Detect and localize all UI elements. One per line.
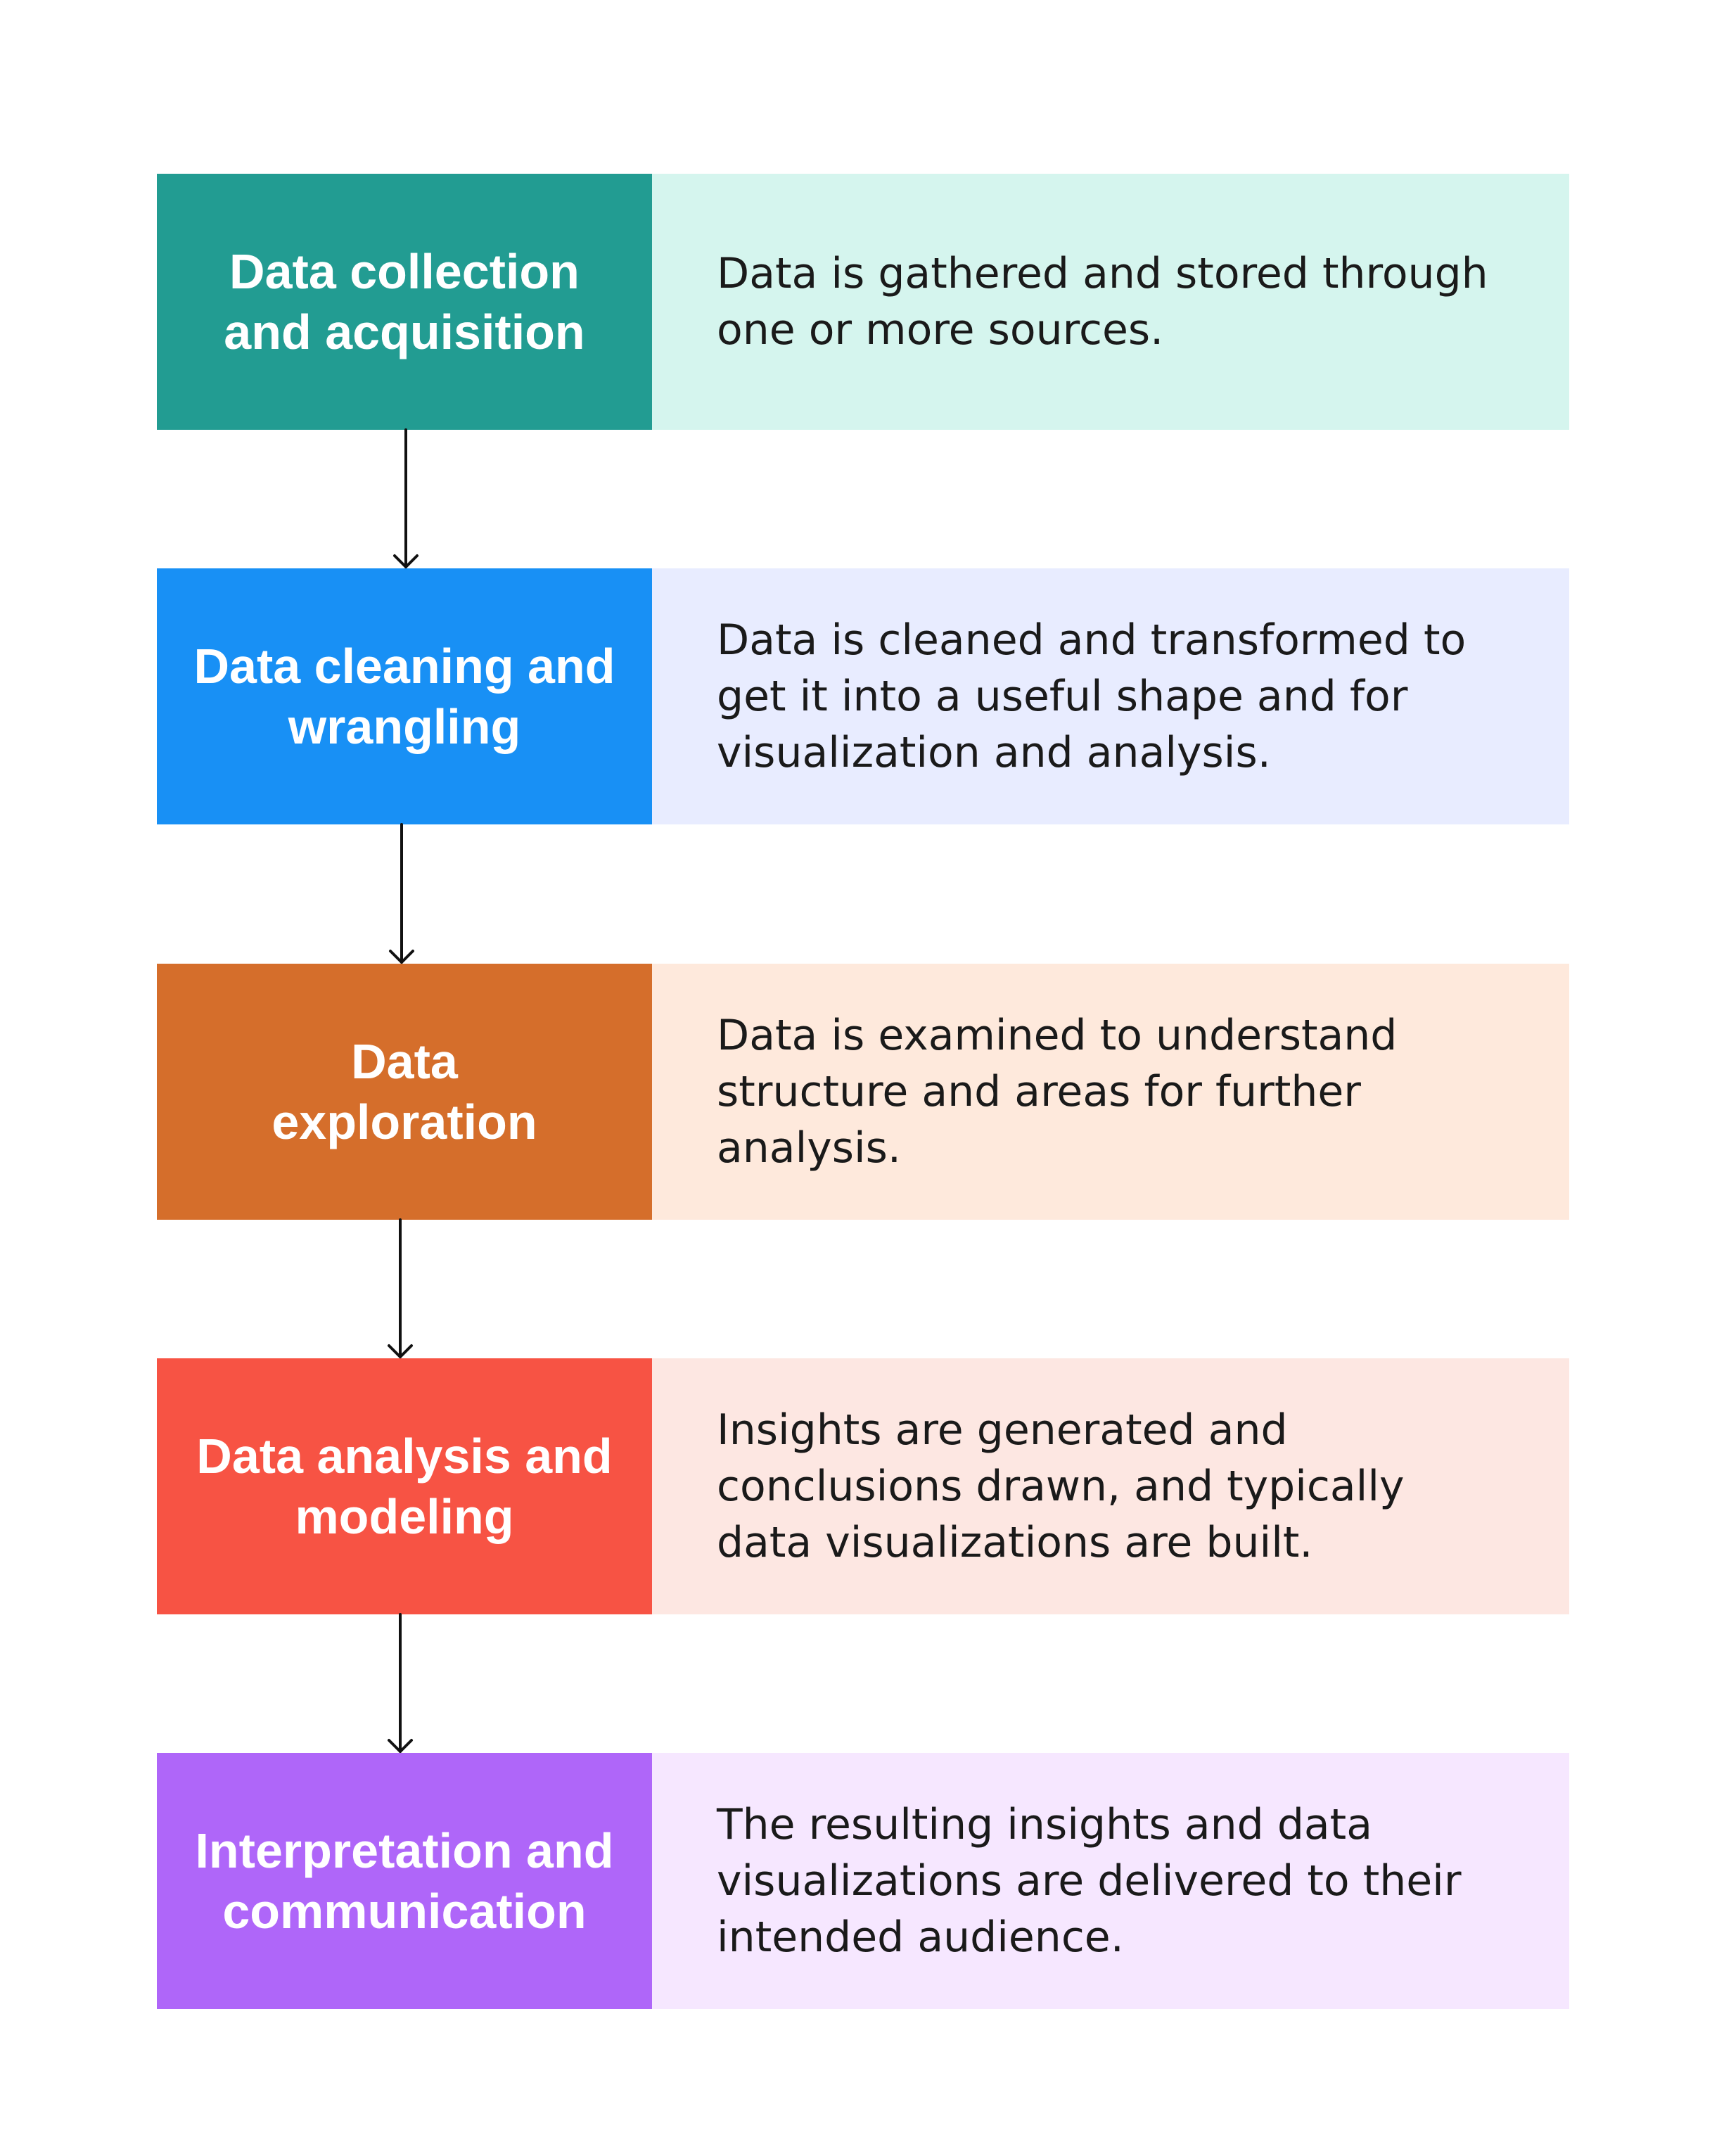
stage-label: Data exploration xyxy=(157,964,652,1220)
stage-data-collection: Data collection and acquisition Data is … xyxy=(157,174,1569,430)
stage-description: Data is cleaned and transformed to get i… xyxy=(652,568,1569,824)
stage-description: Insights are generated and conclusions d… xyxy=(652,1358,1569,1614)
stage-label: Data collection and acquisition xyxy=(157,174,652,430)
arrow-down-icon xyxy=(388,1613,413,1753)
stage-data-analysis: Data analysis and modeling Insights are … xyxy=(157,1358,1569,1614)
stage-interpretation: Interpretation and communication The res… xyxy=(157,1753,1569,2009)
arrow-down-icon xyxy=(388,1218,413,1358)
stage-data-exploration: Data exploration Data is examined to und… xyxy=(157,964,1569,1220)
stage-data-cleaning: Data cleaning and wrangling Data is clea… xyxy=(157,568,1569,824)
arrow-down-icon xyxy=(389,823,414,964)
stage-label: Data cleaning and wrangling xyxy=(157,568,652,824)
stage-description: Data is gathered and stored through one … xyxy=(652,174,1569,430)
stage-description: Data is examined to understand structure… xyxy=(652,964,1569,1220)
stage-label: Interpretation and communication xyxy=(157,1753,652,2009)
arrow-down-icon xyxy=(393,428,419,568)
stage-description: The resulting insights and data visualiz… xyxy=(652,1753,1569,2009)
stage-label: Data analysis and modeling xyxy=(157,1358,652,1614)
